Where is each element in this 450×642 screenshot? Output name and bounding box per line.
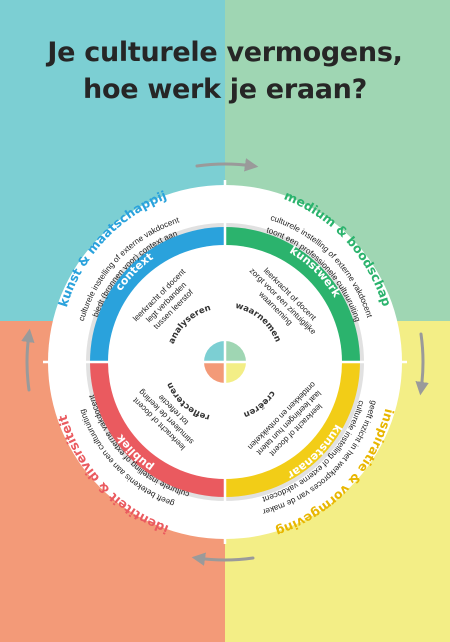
- core-quarter-top-left: [204, 341, 225, 362]
- arrow-top: [195, 158, 259, 172]
- title-line-1: Je culturele vermogens,: [47, 37, 403, 68]
- page-title: Je culturele vermogens, hoe werk je eraa…: [0, 34, 450, 108]
- arrow-right: [415, 332, 429, 396]
- arrow-bottom: [191, 552, 255, 566]
- title-line-2: hoe werk je eraan?: [83, 74, 367, 105]
- arrow-left: [21, 328, 35, 392]
- core-quarter-bottom-left: [204, 362, 225, 383]
- core-quarter-top-right: [225, 341, 246, 362]
- core-quarter-bottom-right: [225, 362, 246, 383]
